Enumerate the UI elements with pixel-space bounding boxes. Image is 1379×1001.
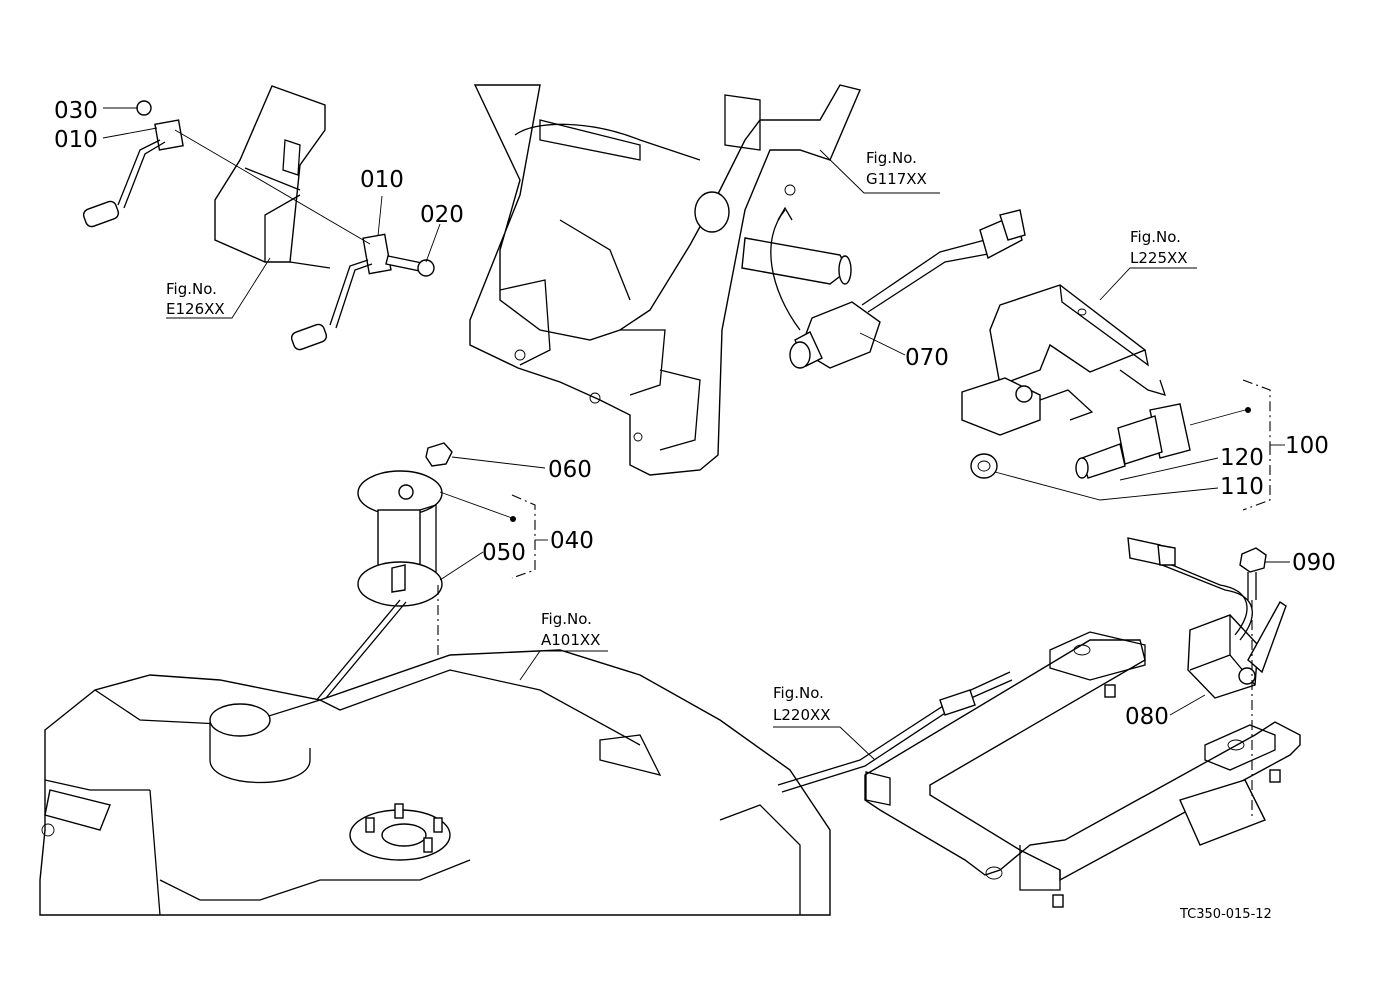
- seat-rail-frame: [864, 631, 1301, 908]
- callout-040: 040: [550, 528, 594, 554]
- switch-part-080: [1127, 537, 1287, 699]
- drawing-code: TC350-015-12: [1179, 907, 1272, 922]
- callout-030: 030: [54, 98, 98, 124]
- fig-ref-a101-label: Fig.No.: [541, 610, 592, 628]
- callout-070: 070: [905, 345, 949, 371]
- leader-040-dot: [439, 491, 513, 519]
- callout-060: 060: [548, 457, 592, 483]
- leader-080: [1169, 694, 1206, 716]
- switch-part-070: [789, 209, 1026, 369]
- callout-100: 100: [1285, 433, 1329, 459]
- fig-ref-l225-number: L225XX: [1130, 249, 1188, 267]
- nut-part-060: [425, 442, 453, 467]
- callout-120: 120: [1220, 445, 1264, 471]
- fig-ref-g117-label: Fig.No.: [866, 149, 917, 167]
- leader-axis-010: [174, 129, 371, 245]
- frame-bracket-assembly: [469, 84, 861, 476]
- fig-ref-l220-label: Fig.No.: [773, 684, 824, 702]
- switch-mount-bracket: [961, 284, 1167, 436]
- leader-060: [451, 456, 546, 469]
- fig-ref-l220-number: L220XX: [773, 706, 831, 724]
- leader-040-dot-marker: [510, 516, 516, 522]
- leader-a101: [519, 650, 608, 681]
- control-lever-cable: [777, 671, 1013, 793]
- leader-g117: [819, 149, 940, 194]
- leader-070: [859, 332, 906, 356]
- bolt-part-090: [1239, 547, 1267, 600]
- leader-e126: [166, 257, 271, 319]
- switch-bracket-assembly: [214, 85, 331, 269]
- leader-010-mid: [377, 195, 383, 237]
- callout-090: 090: [1292, 550, 1336, 576]
- callout-020: 020: [420, 202, 464, 228]
- callout-110: 110: [1220, 474, 1264, 500]
- bracket-group-100: [1242, 379, 1271, 511]
- fuel-tank: [39, 649, 831, 916]
- washer-part-110: [970, 453, 998, 479]
- fig-ref-e126-number: E126XX: [166, 300, 225, 318]
- callout-010-mid: 010: [360, 167, 404, 193]
- leader-l220: [773, 726, 876, 761]
- fig-ref-a101-number: A101XX: [541, 631, 600, 649]
- leader-100-dot-marker: [1245, 407, 1251, 413]
- switch-part-120: [1075, 403, 1191, 479]
- fig-ref-e126-label: Fig.No.: [166, 280, 217, 298]
- leader-110: [994, 471, 1219, 501]
- callout-080: 080: [1125, 704, 1169, 730]
- leader-050: [439, 551, 484, 581]
- callout-010-left: 010: [54, 127, 98, 153]
- fig-ref-g117-number: G117XX: [866, 170, 927, 188]
- fig-ref-l225-label: Fig.No.: [1130, 228, 1181, 246]
- mount-arrow-070: [770, 209, 801, 331]
- leader-010-left: [102, 127, 158, 139]
- leader-l225: [1099, 267, 1197, 301]
- bolt-part-020: [385, 255, 435, 277]
- switch-part-010-mid: [290, 233, 392, 351]
- leader-100-dot: [1189, 409, 1246, 426]
- leader-020: [425, 223, 441, 263]
- leader-120: [1119, 457, 1219, 481]
- mount-arrow-head-070: [777, 206, 793, 221]
- bracket-group-040: [511, 494, 536, 579]
- callout-050: 050: [482, 540, 526, 566]
- switch-part-010-left: [82, 100, 184, 228]
